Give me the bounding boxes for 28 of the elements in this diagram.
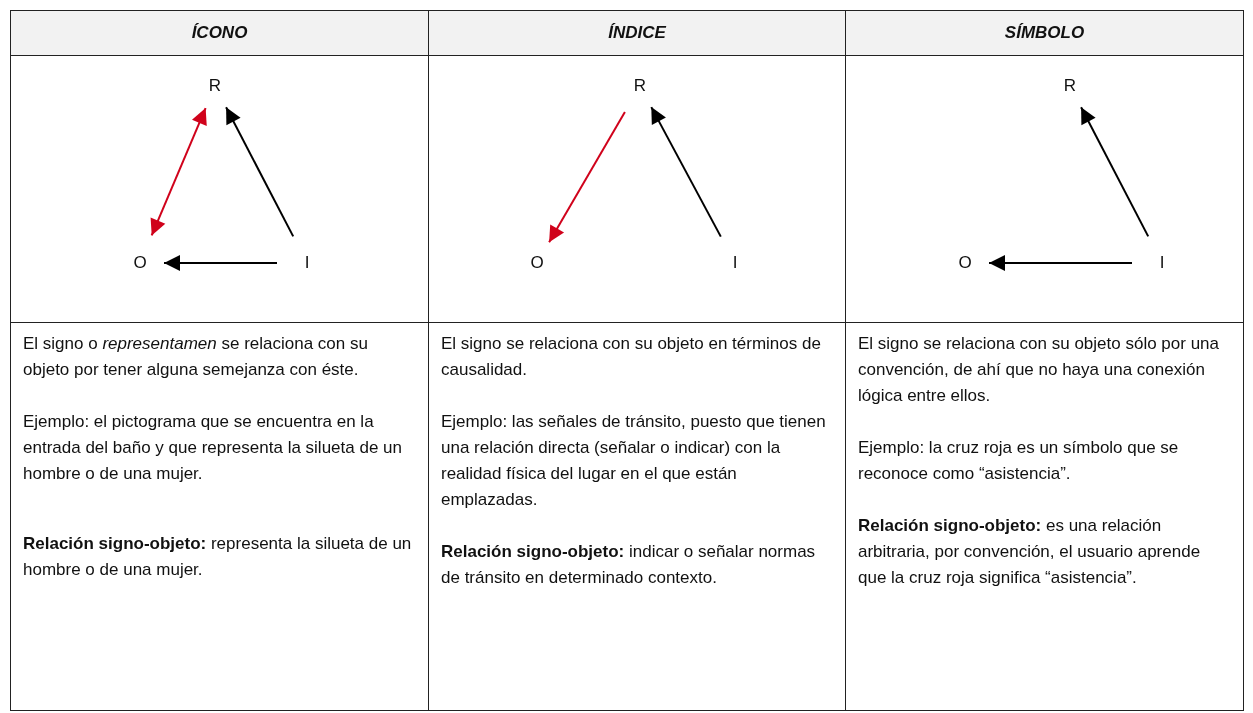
- arrow: [988, 255, 1133, 271]
- example-text: Ejemplo: la cruz roja es un símbolo que se reconoce como “asistencia”.: [858, 437, 1180, 485]
- arrow: [650, 106, 722, 238]
- relation-text: Relación signo-objeto: indicar o señalar normas de tránsito en determinado contexto.: [441, 541, 817, 589]
- vertex-letter: R: [633, 76, 647, 96]
- description-text: El signo se relaciona con su objeto sólo por una convención, de ahí que no haya una conexión lógica entre ellos.: [858, 333, 1220, 407]
- example-text: Ejemplo: las señales de tránsito, puesto que tienen una relación directa (señalar o indicar) con la realidad física del lugar en el que están emplazadas.: [441, 411, 827, 511]
- vertex-letter: I: [728, 253, 742, 273]
- column-heading: ÍNDICE: [607, 22, 668, 44]
- vertex-letter: O: [133, 253, 147, 273]
- arrow: [548, 110, 626, 244]
- vertex-letter: R: [1063, 76, 1077, 96]
- arrow: [163, 255, 278, 271]
- vertex-letter: O: [958, 253, 972, 273]
- description-text: El signo se relaciona con su objeto en términos de causalidad.: [441, 333, 822, 381]
- description-text: El signo o representamen se relaciona con su objeto por tener alguna semejanza con éste.: [23, 333, 369, 381]
- vertex-letter: I: [300, 253, 314, 273]
- vertex-letter: R: [208, 76, 222, 96]
- arrow: [1080, 106, 1150, 238]
- example-text: Ejemplo: el pictograma que se encuentra en la entrada del baño y que representa la silueta de un hombre o de una mujer.: [23, 411, 403, 485]
- column-heading: SÍMBOLO: [1003, 22, 1086, 44]
- vertex-letter: I: [1155, 253, 1169, 273]
- relation-text: Relación signo-objeto: es una relación arbitraria, por convención, el usuario aprende que la cruz roja significa “asistencia”.: [858, 515, 1202, 589]
- relation-text: Relación signo-objeto: representa la silueta de un hombre o de una mujer.: [23, 533, 413, 581]
- arrow: [225, 106, 295, 238]
- vertex-letter: O: [530, 253, 544, 273]
- arrow: [150, 107, 207, 237]
- column-heading: ÍCONO: [190, 22, 249, 44]
